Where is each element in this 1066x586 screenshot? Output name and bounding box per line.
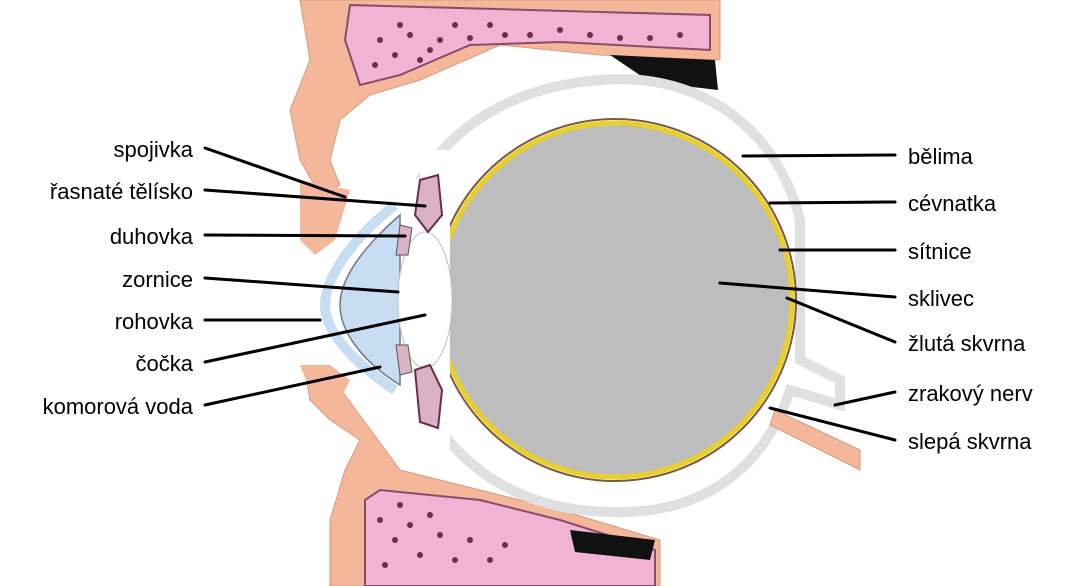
label-sklivec: sklivec: [908, 286, 974, 311]
leader-komorova-voda: [205, 367, 380, 405]
vitreous-body: [440, 125, 790, 475]
label-rasnate-telisko: řasnaté tělísko: [50, 179, 193, 204]
leader-cevnatka: [770, 202, 895, 203]
label-sitnice: sítnice: [908, 239, 972, 264]
label-zluta-skvrna: žlutá skvrna: [908, 331, 1026, 356]
leader-belima: [743, 155, 895, 156]
label-rohovka: rohovka: [115, 309, 194, 334]
leader-duhovka: [205, 235, 405, 236]
label-cevnatka: cévnatka: [908, 191, 997, 216]
label-zornice: zornice: [122, 267, 193, 292]
label-cocka: čočka: [136, 351, 194, 376]
label-zrakovy-nerv: zrakový nerv: [908, 381, 1033, 406]
label-slepa-skvrna: slepá skvrna: [908, 429, 1032, 454]
label-komorova-voda: komorová voda: [43, 394, 194, 419]
label-spojivka: spojivka: [114, 137, 194, 162]
label-duhovka: duhovka: [110, 224, 194, 249]
label-belima: bělima: [908, 144, 974, 169]
